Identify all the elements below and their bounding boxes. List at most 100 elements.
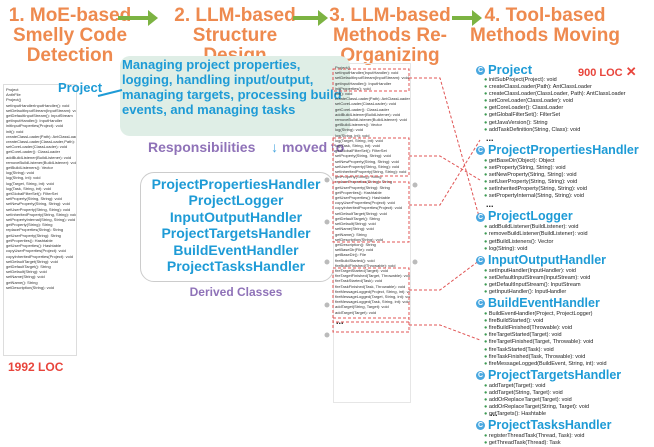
method-signature: fireTargetStarted(Target): void	[488, 332, 562, 339]
method-row: getName(): String	[6, 279, 38, 285]
method-row: setDefaultTarget(String): void	[335, 210, 387, 216]
moved-method-row: ● createClassLoader(ClassLoader, Path): …	[476, 91, 652, 98]
method-icon: ●	[484, 179, 489, 186]
method-row: getUserProperties(): Hashtable	[335, 195, 391, 201]
group-bracket-properties	[332, 181, 410, 243]
moved-method-row: ● getGlobalFilterSet(): FilterSet	[476, 112, 652, 119]
method-row: getName(): String	[335, 231, 367, 237]
method-signature: setProperty(String, String): void	[488, 164, 566, 171]
method-icon: ●	[484, 267, 489, 274]
method-row: setNewProperty(String, String): void	[6, 201, 70, 207]
method-row: fireMessageLogged(Project, String, int):…	[335, 288, 410, 294]
method-row: setName(String): void	[335, 226, 374, 232]
method-row: createClassLoader(Path): AntClassLoader	[335, 96, 410, 102]
method-row: getProperties(): Hashtable	[6, 237, 53, 243]
method-row: getDefaultTarget(): String	[335, 215, 380, 221]
method-row: log(String, int): void	[335, 132, 370, 138]
method-row: setProperty(String, String): void	[335, 153, 391, 159]
method-signature: log(String): void	[488, 245, 528, 252]
responsibilities-text: Managing project properties, logging, ha…	[122, 57, 342, 117]
method-signature: fireBuildStarted(): void	[488, 318, 544, 325]
method-row: getProperty(String): String	[6, 222, 53, 228]
derived-class-name: InputOutputHandler	[169, 208, 303, 225]
method-row: addTarget(String, Target): void	[335, 304, 389, 310]
moved-method-row: ● setInputHandler(InputHandler): void	[476, 268, 652, 275]
method-icon: ●	[484, 353, 489, 360]
moved-method-row: ● addOrReplaceTarget(Target): void	[476, 397, 652, 404]
method-row: setInheritedProperty(String, String): vo…	[6, 211, 76, 217]
method-row: getGlobalFilterSet(): FilterSet	[335, 148, 387, 154]
method-row: init(): void	[335, 91, 353, 97]
method-icon: ●	[484, 389, 489, 396]
method-row: getUserProperty(String): String	[6, 232, 61, 238]
group-dot	[324, 177, 330, 183]
moved-method-row: ● setNewProperty(String, String): void	[476, 172, 652, 179]
move-arrow-events	[409, 259, 481, 291]
method-row: fireMessageLogged(Task, String, int): vo…	[335, 299, 410, 305]
method-row: log(Target, String, int): void	[335, 137, 383, 143]
method-row: Project	[6, 87, 19, 92]
method-signature: fireTargetFinished(Target, Throwable): v…	[488, 339, 594, 346]
method-signature: getJavaVersion(): String	[488, 119, 548, 126]
method-icon: ●	[484, 382, 489, 389]
method-icon: ●	[484, 126, 489, 133]
method-icon: ●	[484, 346, 489, 353]
moved-method-row: ● fireTaskStarted(Task): void	[476, 347, 652, 354]
class-icon: C	[476, 145, 485, 155]
responsibilities-label: Responsibilities ↓ moved to	[148, 139, 344, 155]
method-icon: ●	[484, 318, 489, 325]
method-icon: ●	[484, 325, 489, 332]
method-row: setCoreLoader(ClassLoader): void	[6, 144, 68, 150]
method-signature: getDefaultInputStream(): InputStream	[488, 281, 581, 288]
method-signature: addTarget(String, Target): void	[488, 389, 563, 396]
method-row: setBaseDir(File): void	[335, 247, 374, 253]
original-loc: 1992 LOC	[8, 360, 64, 374]
move-arrow-properties	[409, 139, 481, 206]
responsibilities-word: Responsibilities	[148, 139, 256, 155]
method-icon: ●	[484, 288, 489, 295]
method-row: AntlrFile	[6, 92, 21, 98]
class-icon: C	[476, 66, 485, 76]
method-row: log(Task, String, int): void	[335, 143, 380, 149]
moved-method-row: ● fireTaskFinished(Task, Throwable): voi…	[476, 354, 652, 361]
method-signature: createClassLoader(ClassLoader, Path): An…	[488, 91, 626, 98]
method-row: copyUserProperties(Project): void	[6, 248, 66, 254]
class-icon: C	[476, 371, 485, 381]
method-row: getProperty(String): String	[335, 174, 382, 180]
method-signature: setCoreLoader(ClassLoader): void	[488, 98, 573, 105]
method-row: getInputHandler(): InputHandler	[335, 80, 392, 86]
method-signature: fireTaskFinished(Task, Throwable): void	[488, 353, 586, 360]
method-row: getGlobalFilterSet(): FilterSet	[6, 191, 58, 197]
method-row: fireBuildFinished(Throwable): void	[335, 262, 396, 268]
method-row: setDefault(String): void	[335, 221, 376, 227]
method-row: setDescription(String): void	[335, 236, 384, 242]
method-icon: ●	[484, 105, 489, 112]
moved-method-row: ● getCoreLoader(): ClassLoader	[476, 105, 652, 112]
derived-class-name: ProjectLogger	[188, 192, 284, 209]
method-row: copyInheritedProperties(Project): void	[6, 253, 73, 259]
moved-method-row: ● addBuildListener(BuildListener): void	[476, 224, 652, 231]
group-dots	[324, 177, 418, 338]
method-signature: setInheritedProperty(String, String): vo…	[488, 186, 587, 193]
method-signature: initSubProject(Project): void	[488, 77, 557, 83]
method-row: setName(String): void	[6, 274, 45, 280]
method-row: fireTaskFinished(Task, Throwable): void	[335, 283, 406, 289]
moved-method-row: ● registerThreadTask(Thread, Task): void	[476, 433, 652, 440]
method-signature: setUserProperty(String, String): void	[488, 179, 578, 186]
method-row: setCoreLoader(ClassLoader): void	[335, 101, 397, 107]
method-row: setProperty(String, String): void	[6, 196, 62, 202]
method-row: getCoreLoader(): ClassLoader	[335, 106, 390, 112]
moved-method-row: ● getJavaVersion(): String	[476, 120, 652, 127]
method-icon: ●	[484, 411, 489, 418]
refactored-loc-text: 900 LOC	[578, 67, 623, 79]
method-icon: ●	[484, 77, 489, 83]
method-row: getDefaultInputStream(): InputStream	[6, 113, 73, 119]
method-icon: ●	[484, 238, 489, 245]
moved-method-row: ● getDefaultInputStream(): InputStream	[476, 282, 652, 289]
move-arrow-io	[409, 77, 481, 221]
moved-method-row: ● getBuildListeners(): Vector	[476, 239, 652, 246]
derived-classes-caption: Derived Classes	[189, 285, 283, 299]
method-row: log(String): void	[6, 170, 35, 176]
